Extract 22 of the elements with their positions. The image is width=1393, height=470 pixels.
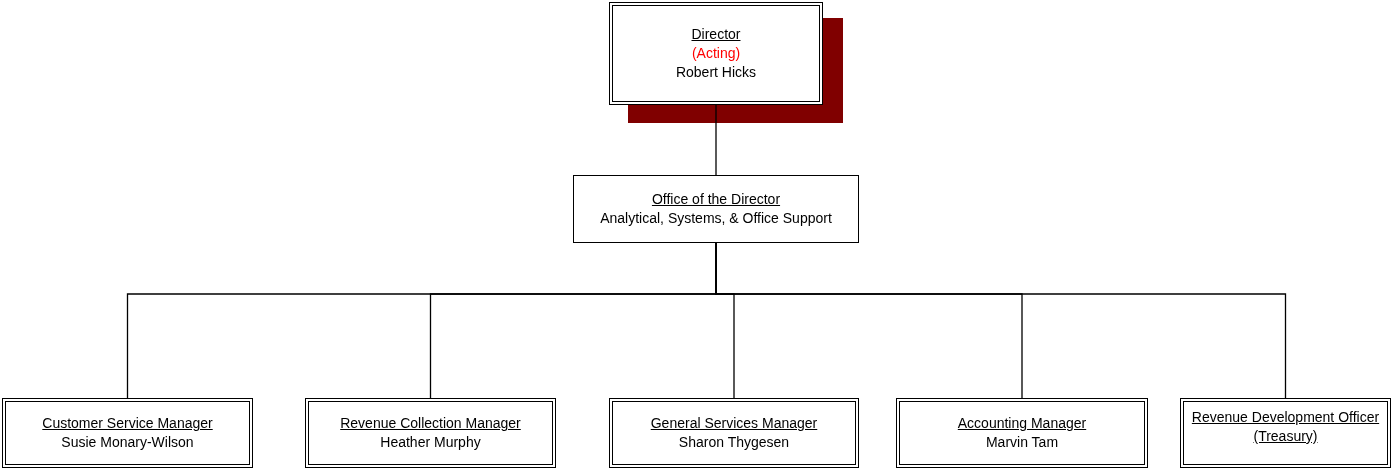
person-name: Sharon Thygesen <box>678 433 790 452</box>
org-box <box>609 2 823 105</box>
person-name: Susie Monary-Wilson <box>61 433 194 452</box>
person-name: Marvin Tam <box>985 433 1059 452</box>
role-title: General Services Manager <box>650 414 818 433</box>
org-box <box>609 398 859 468</box>
role-title: Revenue Collection Manager <box>340 414 521 433</box>
org-box <box>2 398 253 468</box>
org-box <box>573 175 859 243</box>
org-box <box>896 398 1148 468</box>
status-note: (Acting) <box>691 44 741 63</box>
role-title: Office of the Director <box>651 190 781 209</box>
person-name: Robert Hicks <box>675 63 757 82</box>
role-title: Accounting Manager <box>957 414 1087 433</box>
role-title: Director <box>691 25 741 44</box>
org-box <box>305 398 556 468</box>
role-title: Revenue Development Officer (Treasury) <box>1190 408 1381 446</box>
org-box <box>1180 398 1391 468</box>
role-title: Customer Service Manager <box>42 414 213 433</box>
person-name: Heather Murphy <box>380 433 481 452</box>
unit-description: Analytical, Systems, & Office Support <box>600 209 832 228</box>
connector-line <box>715 104 717 176</box>
